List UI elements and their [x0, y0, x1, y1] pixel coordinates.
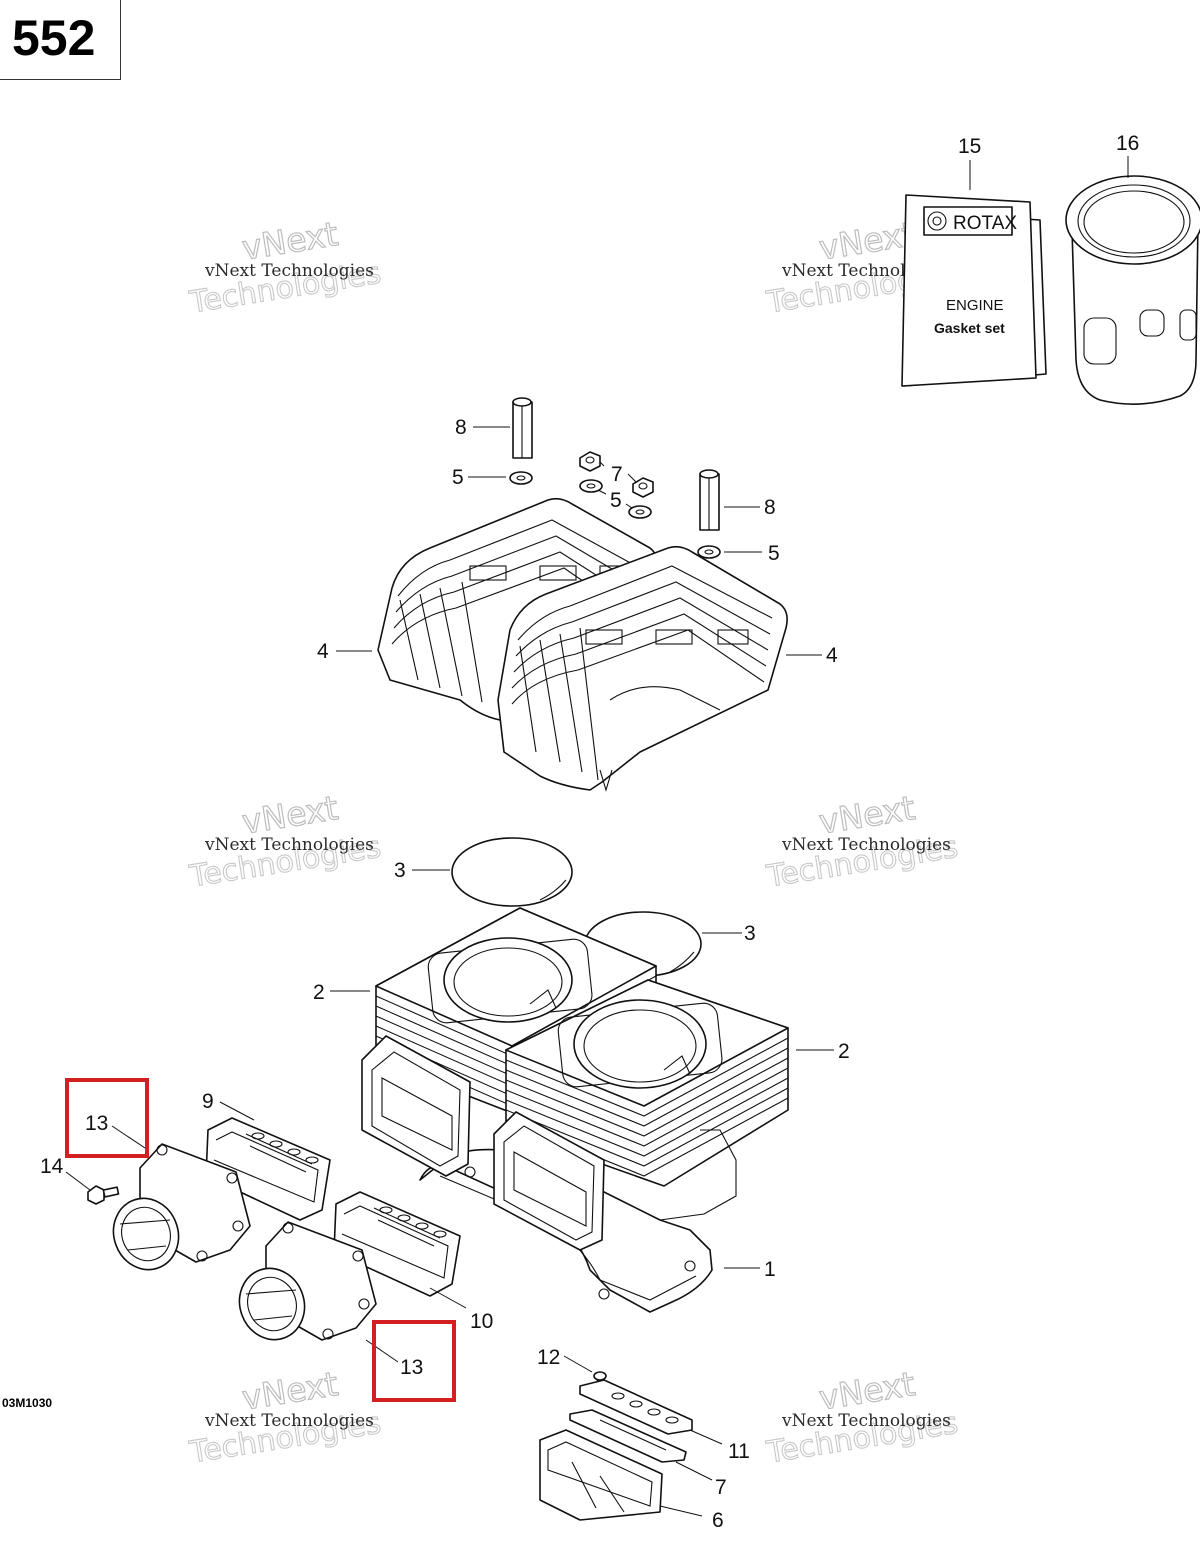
callout-6: 7: [611, 463, 623, 486]
nuts-center: [579, 451, 654, 519]
stud-nut-left: [512, 397, 533, 459]
cylinder-sleeve: [1065, 175, 1200, 405]
callout-9: 6: [712, 1509, 724, 1532]
callout-labels: 15 16 8 5 7 5 8 5 4 4 3 3 2 2 1 9 10 13 …: [40, 132, 1139, 1532]
callout-10: 7: [715, 1476, 727, 1499]
page-number: 552: [12, 10, 96, 66]
callout-11: 11: [728, 1440, 750, 1463]
figure-code: 03M1030: [2, 1396, 52, 1410]
reed-petals: [569, 1409, 687, 1463]
watermark-top-left: vNext Technologies vNext Technologies: [186, 213, 384, 321]
kit-brand: ROTAX: [953, 213, 1017, 234]
screw-bolt: [87, 1185, 120, 1205]
watermark-vnext: vNext: [239, 214, 340, 268]
callout-8-lower: 10: [470, 1310, 493, 1333]
callout-13-lower: 13: [400, 1356, 423, 1379]
callout-8-upper: 9: [202, 1090, 214, 1113]
washer-left: [509, 471, 533, 485]
watermark-text: vNext Technologies: [204, 835, 374, 855]
cylinder-head-right: [497, 545, 788, 792]
highlight-box-13-lower: [372, 1320, 456, 1402]
watermark-vnext: vNext: [239, 1364, 340, 1418]
callout-5-right: 5: [768, 542, 780, 565]
callout-15: 15: [958, 135, 981, 158]
gasket-kit-booklet: ROTAX ENGINE Gasket set: [901, 194, 1047, 387]
watermark-vnext: vNext: [816, 214, 917, 268]
callout-5-center: 5: [610, 489, 622, 512]
highlight-box-13-upper: [65, 1078, 149, 1158]
callout-5-left: 5: [452, 466, 464, 489]
page-number-box: 552: [0, 0, 121, 80]
cylinder-right: [493, 979, 789, 1251]
callout-7-left: 8: [455, 416, 467, 439]
watermark-bottom-right: vNext Technologies vNext Technologies: [763, 1363, 961, 1471]
watermark-vnext: vNext: [239, 788, 340, 842]
callout-7-right: 8: [764, 496, 776, 519]
callout-4-right: 4: [826, 644, 838, 667]
callout-2-right: 2: [838, 1040, 850, 1063]
watermark-bottom-left: vNext Technologies vNext Technologies: [186, 1363, 384, 1471]
callout-14: 14: [40, 1155, 64, 1178]
leader-lines: [65, 156, 1129, 1517]
head-gasket-left: [451, 837, 573, 907]
callout-1: 1: [764, 1258, 776, 1281]
kit-title: ENGINE: [946, 297, 1004, 314]
callout-12: 12: [537, 1346, 560, 1369]
reed-stopper: [579, 1379, 693, 1435]
cylinder-left: [361, 907, 657, 1177]
callout-3-left: 3: [394, 859, 406, 882]
watermark-vnext: vNext: [816, 788, 917, 842]
intake-manifold-upper: [112, 1143, 251, 1271]
stud-nut-right: [699, 469, 720, 531]
reed-block: [539, 1429, 663, 1521]
watermark-text: vNext Technologies: [781, 835, 951, 855]
callout-13-upper: 13: [85, 1112, 108, 1135]
callout-16: 16: [1116, 132, 1139, 155]
watermark-mid-left: vNext Technologies vNext Technologies: [186, 787, 384, 895]
intake-manifold-lower: [238, 1221, 377, 1341]
watermark-mid-right: vNext Technologies vNext Technologies: [763, 787, 961, 895]
callout-3-right: 3: [744, 922, 756, 945]
kit-subtitle: Gasket set: [934, 320, 1005, 336]
watermark-text: vNext Technologies: [204, 261, 374, 281]
watermark-vnext: vNext: [816, 1364, 917, 1418]
callout-2-left: 2: [313, 981, 325, 1004]
watermark-text: vNext Technologies: [781, 1411, 951, 1431]
watermark-text: vNext Technologies: [204, 1411, 374, 1431]
cylinder-head-left: [377, 497, 658, 721]
washer-right: [697, 545, 721, 559]
callout-4-left: 4: [317, 640, 329, 663]
reed-screw: [593, 1371, 607, 1389]
